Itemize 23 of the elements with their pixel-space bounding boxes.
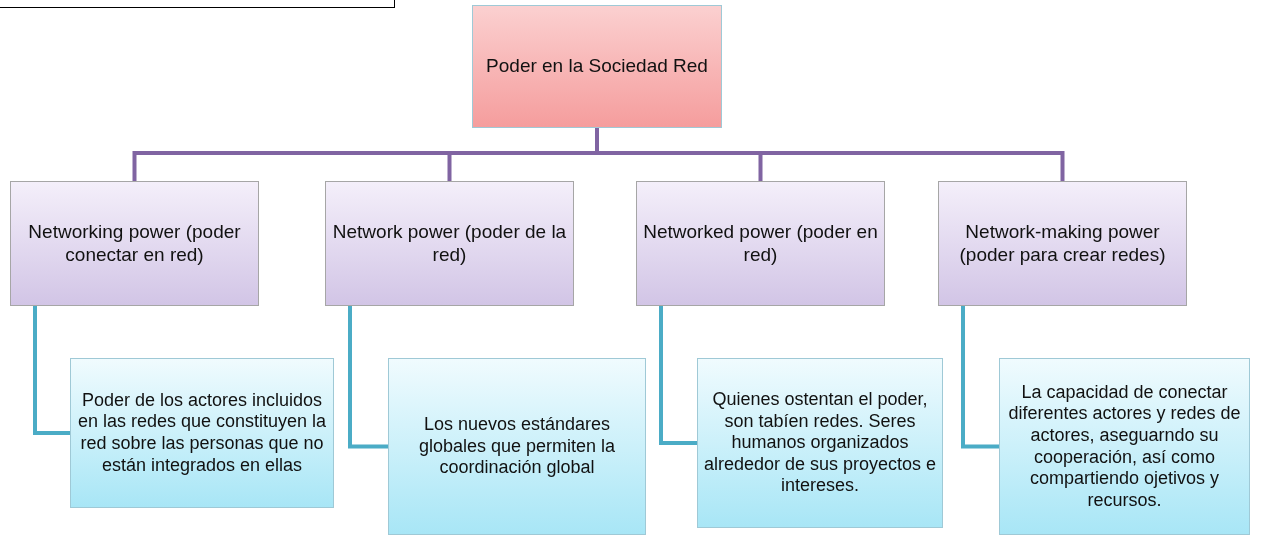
category-box xyxy=(10,181,259,306)
connector-line xyxy=(33,306,70,435)
box-text: Poder en la Sociedad Red xyxy=(486,55,708,78)
connector-line xyxy=(348,306,388,449)
box-text: Networking power (poder conectar en red) xyxy=(27,220,242,267)
category-box xyxy=(938,181,1187,306)
title-box xyxy=(472,5,722,128)
box-text: Quienes ostentan el poder, son tabíen redes. Seres humanos organizados alrededor de sus proyectos e intereses. xyxy=(702,389,938,497)
box-text: Networked power (poder en red) xyxy=(642,220,879,267)
connector-line xyxy=(961,306,999,449)
description-box xyxy=(697,358,943,528)
box-text: Poder de los actores incluidos en las redes que constituyen la red sobre las personas que no están integrados en ellas xyxy=(76,389,328,477)
description-box xyxy=(388,358,646,535)
category-box xyxy=(636,181,885,306)
box-text: La capacidad de conectar diferentes actores y redes de actores, aseguarndo su cooperación, así como compartiendo ojetivos y recursos. xyxy=(1007,381,1242,512)
box-text: Los nuevos estándares globales que permiten la coordinación global xyxy=(417,414,617,479)
category-box xyxy=(325,181,574,306)
description-box xyxy=(999,358,1250,535)
box-text: Network power (poder de la red) xyxy=(331,220,568,267)
connector-line xyxy=(595,128,1065,181)
connector-line xyxy=(659,306,697,445)
box-text: Network-making power (poder para crear redes) xyxy=(958,220,1167,267)
description-box xyxy=(70,358,334,508)
